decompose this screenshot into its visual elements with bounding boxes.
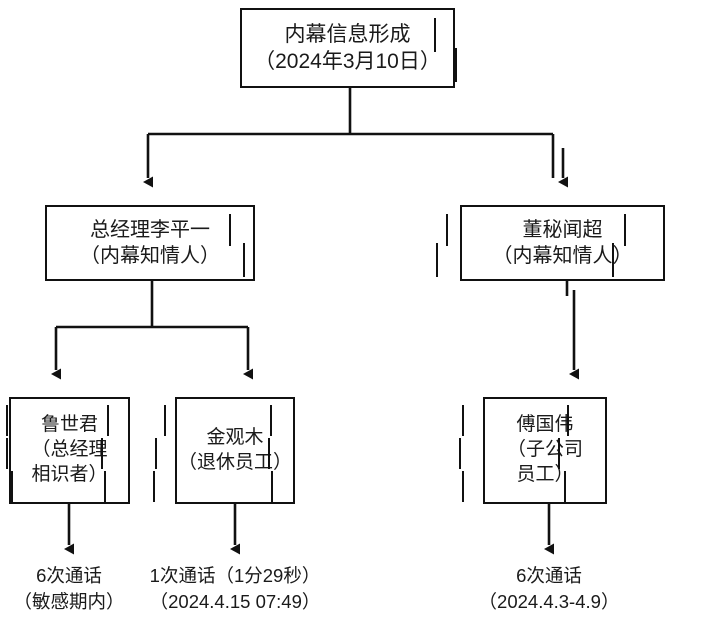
caption-lu-shi-jun-line-2: （敏感期内） (13, 591, 125, 613)
pipe-jin-l-a (164, 405, 166, 436)
caption-lu-shi-jun: 6次通话 （敏感期内） (0, 563, 138, 616)
node-li-ping-yi-line-1: 总经理李平一 (90, 219, 210, 241)
caption-lu-shi-jun-line-1: 6次通话 (36, 565, 102, 586)
node-lu-shi-jun-line-2: （总经理 (31, 439, 108, 461)
node-lu-shi-jun-line-1: 鲁世君 (40, 414, 98, 436)
pipe-root-b (455, 48, 457, 82)
node-root-line-1: 内幕信息形成 (284, 22, 411, 46)
node-fu-guo-wei-line-2: （子公司 (506, 439, 583, 461)
pipe-fu-r-b (558, 438, 560, 469)
pipe-lu-l-a (6, 405, 8, 436)
pipe-lu-r-c (104, 471, 106, 502)
pipe-jin-l-b (155, 438, 157, 469)
node-wen-chao-line-2: （内幕知情人） (492, 245, 633, 267)
node-li-ping-yi-line-2: （内幕知情人） (80, 245, 220, 267)
pipe-lu-r-a (107, 405, 109, 436)
caption-fu-guo-wei-line-2: （2024.4.3-4.9） (478, 591, 620, 613)
pipe-wen-r-b (612, 243, 614, 277)
node-jin-guan-mu-line-1: 金观木 (206, 426, 264, 448)
node-fu-guo-wei-line-1: 傅国伟 (516, 414, 574, 436)
pipe-lu-l-b (6, 438, 8, 469)
node-fu-guo-wei-line-3: 员工） (516, 463, 574, 485)
caption-jin-guan-mu-line-2: （2024.4.15 07:49） (149, 591, 321, 613)
pipe-jin-r-c (271, 471, 273, 502)
pipe-fu-r-a (567, 405, 569, 436)
node-root[interactable]: 内幕信息形成 （2024年3月10日） (240, 8, 455, 88)
pipe-jin-r-a (270, 405, 272, 436)
node-root-line-2: （2024年3月10日） (254, 50, 441, 73)
pipe-fu-l-a (462, 405, 464, 436)
pipe-li-b (243, 243, 245, 277)
caption-jin-guan-mu-line-1: 1次通话（1分29秒） (149, 565, 321, 586)
node-li-ping-yi[interactable]: 总经理李平一 （内幕知情人） (45, 205, 255, 281)
node-fu-guo-wei[interactable]: 傅国伟 （子公司 员工） (483, 397, 607, 504)
pipe-lu-r-b (101, 438, 103, 469)
node-jin-guan-mu[interactable]: 金观木 （退休员工） (175, 397, 295, 504)
caption-jin-guan-mu: 1次通话（1分29秒） （2024.4.15 07:49） (142, 563, 328, 616)
pipe-wen-l-b (436, 243, 438, 277)
pipe-jin-l-c (153, 471, 155, 502)
pipe-li-a (229, 214, 231, 246)
pipe-wen-l-a (446, 214, 448, 246)
node-wen-chao[interactable]: 董秘闻超 （内幕知情人） (460, 205, 665, 281)
pipe-root-a (434, 18, 436, 52)
pipe-jin-r-b (268, 438, 270, 469)
node-lu-shi-jun-line-3: 相识者） (31, 463, 108, 485)
node-wen-chao-line-1: 董秘闻超 (522, 219, 603, 241)
node-lu-shi-jun[interactable]: 鲁世君 （总经理 相识者） (9, 397, 130, 504)
pipe-fu-r-c (564, 471, 566, 502)
pipe-wen-r-a (624, 214, 626, 246)
caption-fu-guo-wei: 6次通话 （2024.4.3-4.9） (449, 563, 649, 616)
caption-fu-guo-wei-line-1: 6次通话 (516, 565, 582, 586)
pipe-lu-l-c (11, 471, 13, 502)
pipe-fu-l-c (462, 471, 464, 502)
node-jin-guan-mu-line-2: （退休员工） (177, 451, 292, 473)
pipe-fu-l-b (459, 438, 461, 469)
